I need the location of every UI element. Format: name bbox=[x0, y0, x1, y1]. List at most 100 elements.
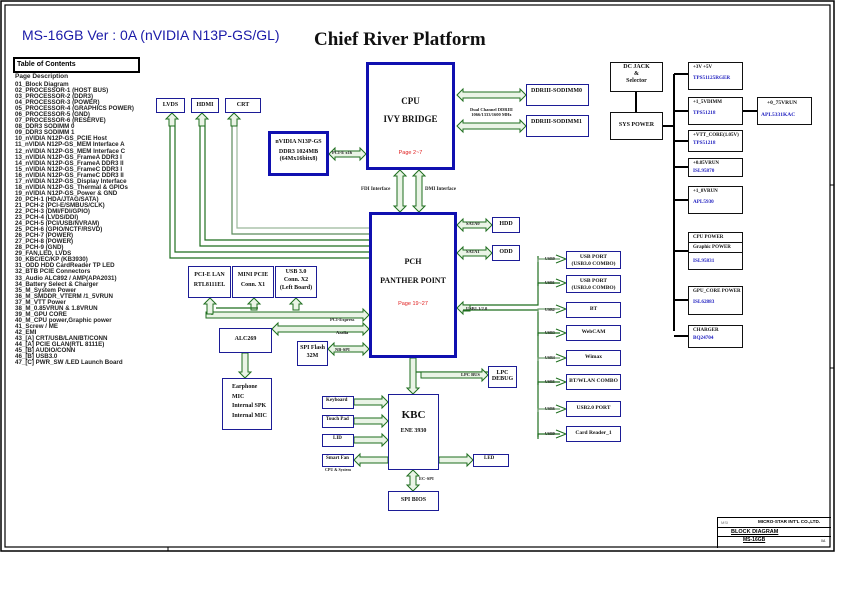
audio-codec-block[interactable]: ALC269 bbox=[219, 328, 272, 353]
toc-item[interactable]: 43_[A] CRT/USB/LAN/BT/CONN bbox=[15, 334, 108, 342]
toc-item[interactable]: 06_PROCESSOR-5 (GND) bbox=[15, 111, 90, 119]
toc-item[interactable]: 42_EMI bbox=[15, 328, 37, 336]
usb-device-block[interactable]: USB2.0 PORT bbox=[566, 401, 621, 417]
cpu-block[interactable]: CPU IVY BRIDGE Page 2~7 bbox=[366, 62, 455, 170]
smart-fan-block[interactable]: Smart Fan bbox=[322, 454, 354, 467]
toc-item[interactable]: 04_PROCESSOR-3 (POWER) bbox=[15, 99, 100, 107]
hdd-block[interactable]: HDD bbox=[492, 217, 520, 233]
pch-block[interactable]: PCH PANTHER POINT Page 19~27 bbox=[369, 212, 457, 358]
toc-item[interactable]: 11_nVIDIA N12P-GS_MEM Interface A bbox=[15, 141, 125, 149]
toc-item[interactable]: 36_M_SMDDR_VTERM /1_5VRUN bbox=[15, 292, 113, 300]
toc-item[interactable]: 24_PCH-5 (PCI/USB/NVRAM) bbox=[15, 220, 100, 228]
hdmi-block[interactable]: HDMI bbox=[191, 98, 219, 113]
toc-item[interactable]: 39_M_GPU CORE bbox=[15, 310, 67, 318]
usb-device-block[interactable]: Card Reader_1 bbox=[566, 426, 621, 442]
toc-item[interactable]: 16_nVIDIA N12P-GS_FrameC DDR3 II bbox=[15, 171, 124, 179]
touchpad-block[interactable]: Touch Pad bbox=[322, 415, 354, 428]
toc-item[interactable]: 14_nVIDIA N12P-GS_FrameA DDR3 II bbox=[15, 159, 124, 167]
rail-075vrun-name: +0_75VRUN bbox=[767, 100, 798, 106]
sodimm0-block[interactable]: DDRIII-SODIMM0 bbox=[526, 84, 589, 106]
lpc-debug-arrow bbox=[420, 367, 489, 383]
toc-item[interactable]: 47_[C] PWR_SW /LED Launch Board bbox=[15, 359, 123, 367]
dc-jack-block[interactable]: DC JACK&Selector bbox=[610, 62, 663, 92]
audio-output-item: MIC bbox=[232, 393, 245, 400]
toc-item[interactable]: 01_Block Diagram bbox=[15, 81, 69, 88]
toc-item[interactable]: 41_Screw / ME bbox=[15, 322, 58, 330]
spi-bios-block[interactable]: SPI BIOS bbox=[388, 491, 439, 511]
toc-item[interactable]: 37_M_VTT Power bbox=[15, 298, 66, 306]
toc-item[interactable]: 38_M_0.85VRUN & 1.8VRUN bbox=[15, 304, 98, 312]
power-ic-label: BQ24704 bbox=[693, 335, 714, 341]
toc-item[interactable]: 33_Audio ALC892 / AMP(APA2031) bbox=[15, 274, 117, 282]
keyboard-block[interactable]: Keyboard bbox=[322, 396, 354, 409]
toc-item[interactable]: 40_M_CPU power,Graphic power bbox=[15, 316, 112, 324]
toc-item[interactable]: 27_PCH-8 (POWER) bbox=[15, 238, 74, 246]
toc-item[interactable]: 05_PROCESSOR-4 (GRAPHICS POWER) bbox=[15, 105, 134, 113]
usb-device-block[interactable]: Wimax bbox=[566, 350, 621, 366]
toc-item[interactable]: 13_nVIDIA N12P-GS_FrameA DDR3 I bbox=[15, 153, 122, 161]
toc-item[interactable]: 29_FAN,LED, LVDS bbox=[15, 250, 72, 258]
toc-item[interactable]: 10_nVIDIA N12P-GS_PCIE Host bbox=[15, 135, 107, 143]
odd-block[interactable]: ODD bbox=[492, 245, 520, 261]
usb-device-block[interactable]: BT/WLAN COMBO bbox=[566, 374, 621, 390]
kbc-chip: ENE 3930 bbox=[400, 428, 427, 434]
sys-power-block[interactable]: SYS POWER bbox=[610, 112, 663, 140]
toc-item[interactable]: 19_nVIDIA N12P-GS_Power & GND bbox=[15, 189, 118, 197]
toc-item[interactable]: 32_BTB PCIE Connectors bbox=[15, 268, 91, 276]
usb-device-block[interactable]: WebCAM bbox=[566, 325, 621, 341]
gpu-block[interactable]: nVIDIA N13P-GS DDR3 1024MB (64Mx16bitx8) bbox=[268, 131, 329, 176]
toc-item[interactable]: 12_nVIDIA N12P-GS_MEM Interface C bbox=[15, 147, 126, 155]
toc-item[interactable]: 18_nVIDIA N12P-GS_Thermal & GPIOs bbox=[15, 183, 128, 191]
toc-item[interactable]: 09_DDR3 SODIMM 1 bbox=[15, 129, 75, 137]
toc-item[interactable]: 46_[B] USB3.0 bbox=[15, 353, 58, 361]
toc-item[interactable]: 17_nVIDIA N12P-GS_Display Interface bbox=[15, 177, 127, 185]
toc-item[interactable]: 30_KBC/EC/KP (KB3930) bbox=[15, 256, 88, 264]
toc-item[interactable]: 07_PROCESSOR-6 (RESERVE) bbox=[15, 117, 106, 125]
toc-item[interactable]: 03_PROCESSOR-2 (DDR3) bbox=[15, 93, 94, 101]
toc-item[interactable]: 44_[A] PCIE GLAN(RTL 8111E) bbox=[15, 341, 105, 349]
lvds-block[interactable]: LVDS bbox=[156, 98, 185, 113]
toc-item[interactable]: 26_PCH-7 (POWER) bbox=[15, 232, 74, 240]
toc-item[interactable]: 15_nVIDIA N12P-GS_FrameC DDR3 I bbox=[15, 165, 123, 173]
toc-item[interactable]: 23_PCH-4 (LVDS/DDI) bbox=[15, 214, 79, 222]
toc-item[interactable]: 08_DDR3 SODIMM 0 bbox=[15, 123, 75, 131]
kbc-block[interactable]: KBC ENE 3930 bbox=[388, 394, 439, 470]
toc-item[interactable]: 28_PCH-9 (GND) bbox=[15, 244, 64, 252]
toc-item[interactable]: 02_PROCESSOR-1 (HOST BUS) bbox=[15, 87, 109, 95]
toc-item[interactable]: 45_[B] AUDIO/CONN bbox=[15, 347, 76, 355]
power-rail-name: +3V +5V bbox=[693, 65, 713, 70]
usb-device-block[interactable]: USB PORT(USB3.0 COMBO) bbox=[566, 275, 621, 293]
usb-device-block[interactable]: USB PORT(USB3.0 COMBO) bbox=[566, 251, 621, 269]
usb-device-block[interactable]: BT bbox=[566, 302, 621, 318]
rail-075vrun-ic: APL5331KAC bbox=[761, 112, 796, 118]
sodimm1-block[interactable]: DDRIII-SODIMM1 bbox=[526, 115, 589, 137]
rail-075vrun-block[interactable]: +0_75VRUN APL5331KAC bbox=[757, 97, 812, 125]
toc-item[interactable]: 25_PCH-6 (GPIO/NCTF/RSVD) bbox=[15, 226, 103, 234]
led-block[interactable]: LED bbox=[473, 454, 509, 467]
crt-block[interactable]: CRT bbox=[225, 98, 261, 113]
toc-item[interactable]: 31_ODD HDD CardReader TP LED bbox=[15, 262, 115, 270]
toc-item[interactable]: 21_PCH-2 (PCI-E/SMBUS/CLK) bbox=[15, 201, 105, 209]
usb30-conn: Conn. X2 bbox=[283, 277, 309, 283]
toc-item[interactable]: 35_M_System Power bbox=[15, 286, 77, 294]
lid-block[interactable]: LID bbox=[322, 434, 354, 447]
power-rail-block[interactable]: +VTT_CORE(1.05V)TPS51218 bbox=[688, 130, 743, 152]
toc-item[interactable]: 22_PCH-3 (DMI/FDI/GPIO) bbox=[15, 207, 90, 215]
toc-item[interactable]: 20_PCH-1 (HDA/JTAG/SATA) bbox=[15, 195, 99, 203]
hdmi-wire bbox=[204, 120, 369, 241]
toc-item[interactable]: 34_Battery Select & Charger bbox=[15, 280, 99, 288]
